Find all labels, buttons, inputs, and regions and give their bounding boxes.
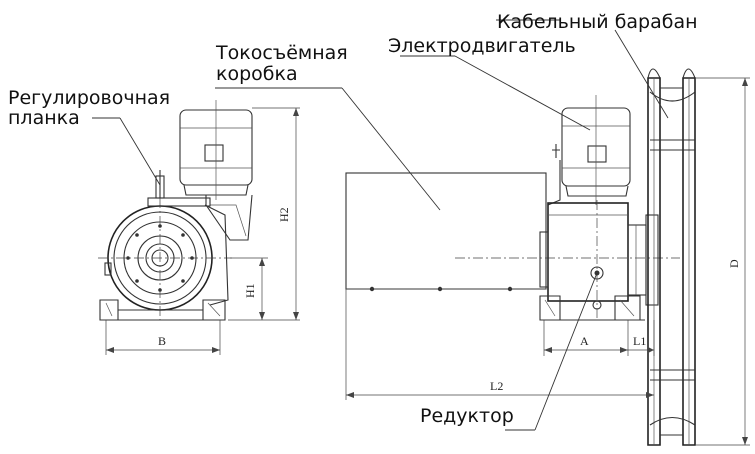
dim-b-text: B — [158, 334, 166, 348]
bolt-dots-left — [126, 224, 194, 292]
dim-h2-text: H2 — [277, 207, 291, 222]
label-motor: Электродвигатель — [388, 35, 576, 57]
dim-d-text: D — [727, 259, 741, 268]
dim-l1-text: L1 — [633, 334, 646, 348]
dim-b — [105, 320, 221, 355]
front-view — [345, 68, 750, 446]
dim-h2 — [228, 107, 300, 321]
dim-a-text: A — [580, 334, 589, 348]
label-reducer: Редуктор — [420, 405, 514, 427]
cable-drum — [647, 68, 696, 446]
adjusting-bar-left — [147, 197, 211, 207]
dim-l2-text: L2 — [490, 379, 503, 393]
dim-l2 — [345, 289, 654, 400]
label-slip-ring-box-1: Токосъёмная — [216, 42, 348, 64]
label-cable-drum: Кабельный барабан — [497, 11, 698, 33]
dim-l1 — [628, 320, 655, 356]
leader-lines — [92, 19, 669, 431]
label-adjusting-bar-1: Регулировочная — [8, 87, 171, 109]
dim-d — [695, 77, 750, 446]
side-view — [98, 100, 253, 321]
motor-terminal-left — [204, 144, 224, 162]
dim-a — [543, 320, 629, 356]
dim-h1 — [230, 257, 268, 320]
reducer-body-right — [547, 202, 629, 302]
dim-h1-text: H1 — [243, 283, 257, 298]
motor-terminal-right — [587, 145, 607, 163]
slip-ring-box — [345, 172, 547, 290]
label-slip-ring-box-2: коробка — [216, 63, 298, 85]
label-adjusting-bar-2: планка — [8, 107, 80, 129]
